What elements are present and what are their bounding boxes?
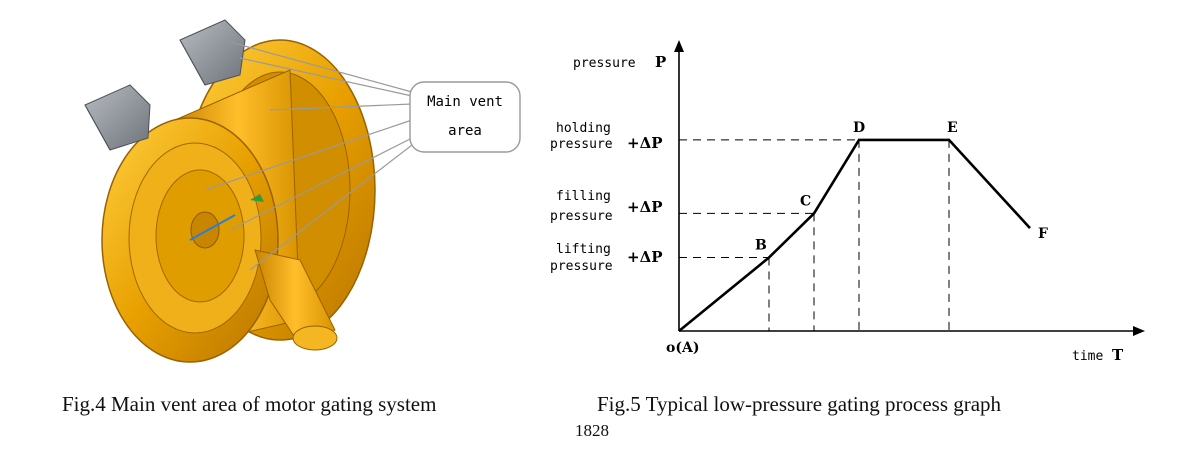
figure4-caption: Fig.4 Main vent area of motor gating sys… <box>62 392 437 416</box>
holding-level-label-1: holding <box>556 121 611 136</box>
guide-lines <box>679 139 950 331</box>
filling-level-label-2: pressure <box>550 209 613 224</box>
point-labels: B C D E F <box>755 120 1048 254</box>
point-label-c: C <box>800 193 811 209</box>
vent-block-top <box>179 19 246 86</box>
callout-text-line2: area <box>448 123 482 139</box>
x-axis-arrow <box>1133 326 1145 336</box>
lifting-level-label-1: lifting <box>556 242 611 257</box>
pressure-curve <box>678 138 1031 333</box>
holding-level-delta: +ΔP <box>627 134 663 152</box>
lifting-level-delta: +ΔP <box>627 248 663 266</box>
figure5-caption: Fig.5 Typical low-pressure gating proces… <box>597 392 1002 416</box>
y-axis-symbol: P <box>655 53 666 71</box>
callout-box <box>409 81 521 153</box>
callout-text-line1: Main vent <box>427 94 503 110</box>
origin-label: o(A) <box>666 340 699 356</box>
filling-level-label-1: filling <box>556 189 611 204</box>
lifting-level-label-2: pressure <box>550 259 613 274</box>
y-axis-label: pressure <box>573 56 636 71</box>
y-axis-arrow <box>674 40 684 52</box>
point-label-f: F <box>1038 226 1048 242</box>
point-label-b: B <box>755 238 767 254</box>
motor-gating-illustration: Main vent area <box>84 19 521 363</box>
holding-level-label-2: pressure <box>550 137 613 152</box>
point-label-e: E <box>947 120 958 136</box>
vent-block-left <box>84 84 151 151</box>
pressure-time-chart: pressure P time T holding pressure +ΔP f… <box>550 40 1145 364</box>
page-number: 1828 <box>575 421 609 440</box>
point-label-d: D <box>853 120 865 136</box>
callout-leader-lines <box>204 41 413 271</box>
x-axis-symbol: T <box>1112 346 1124 364</box>
filling-level-delta: +ΔP <box>627 198 663 216</box>
x-axis-label: time <box>1072 349 1103 364</box>
